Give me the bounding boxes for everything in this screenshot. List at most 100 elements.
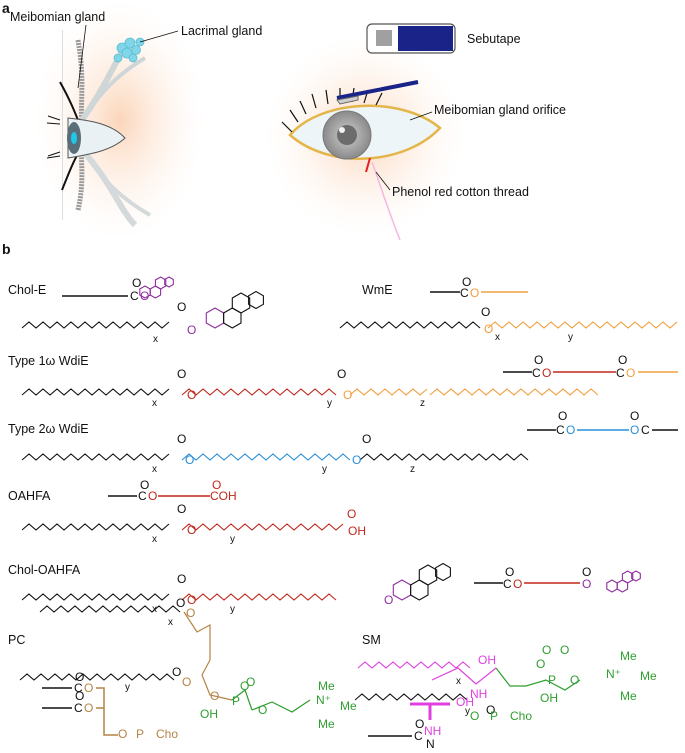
atom-label: OH (456, 695, 474, 709)
atom-label: N⁺ (316, 693, 331, 707)
atom-label: y (230, 534, 235, 545)
type2-diol-chain (181, 453, 351, 461)
atom-label: NH (424, 724, 441, 738)
atom-label: x (152, 534, 157, 545)
oahfa-label: OAHFA (8, 489, 51, 503)
atom-label: O (187, 388, 196, 402)
type2-label: Type 2ω WdiE (8, 422, 89, 436)
atom-label: O (542, 643, 551, 657)
atom-label: O (140, 478, 149, 492)
chol-e-label: Chol-E (8, 283, 46, 297)
atom-label: N (426, 737, 435, 751)
atom-label: O (212, 478, 221, 492)
oahfa-hydroxy-chain (181, 523, 344, 531)
pc-chain-2 (19, 673, 175, 681)
atom-label: O (626, 366, 635, 380)
chol-oahfa-mini-steroid-d (631, 570, 641, 582)
atom-label: O (187, 523, 196, 537)
pc-label: PC (8, 633, 25, 647)
atom-label: C (616, 366, 625, 380)
chol-e-acyl-chain (21, 321, 170, 329)
atom-label: Me (620, 649, 637, 663)
atom-label: x (495, 332, 500, 343)
atom-label: x (456, 676, 461, 687)
type1-omega-chain (181, 388, 337, 396)
atom-label: x (152, 604, 157, 615)
front-view-eye-illustration (265, 35, 465, 241)
atom-label: O (140, 289, 149, 303)
atom-label: O (566, 423, 575, 437)
side-view-eye-illustration (35, 0, 205, 240)
atom-label: C (74, 681, 83, 695)
atom-label: O (118, 727, 127, 741)
chol-oahfa-steroid-ring-d (435, 562, 451, 582)
atom-label: z (420, 398, 425, 409)
atom-label: O (182, 675, 191, 689)
atom-label: x (152, 464, 157, 475)
atom-label: x (153, 334, 158, 345)
wme-acyl-chain (339, 321, 481, 329)
atom-label: x (152, 398, 157, 409)
sebutape-icon (366, 23, 456, 54)
atom-label: O (513, 577, 522, 591)
pc-chain-1 (39, 605, 181, 613)
atom-label: C (74, 701, 83, 715)
panel-b-letter: b (2, 241, 11, 257)
atom-label: O (630, 409, 639, 423)
sm-acyl-chain (354, 693, 468, 701)
chol-e-mini-steroid-d (164, 276, 174, 288)
type2-second-acyl-chain (359, 453, 529, 461)
atom-label: P (490, 709, 498, 723)
atom-label: C (130, 289, 139, 303)
atom-label: OH (478, 653, 496, 667)
atom-label: C (532, 366, 541, 380)
atom-label: O (75, 670, 84, 684)
atom-label: C (460, 286, 469, 300)
sm-label: SM (362, 633, 381, 647)
atom-label: O (582, 565, 591, 579)
orifice-label: Meibomian gland orifice (434, 103, 566, 117)
atom-label: Me (318, 679, 335, 693)
meibomian-leader (77, 24, 87, 89)
thread-leader (375, 171, 391, 191)
atom-label: Me (640, 669, 657, 683)
atom-label: OH (348, 524, 366, 538)
atom-label: O (75, 689, 84, 703)
atom-label: O (132, 276, 141, 290)
chol-oahfa-mini-steroid-a (606, 579, 618, 593)
atom-label: O (185, 453, 194, 467)
atom-label: O (177, 432, 186, 446)
orifice-leader (409, 111, 433, 121)
meibomian-gland-label: Meibomian gland (10, 10, 105, 24)
atom-label: O (505, 565, 514, 579)
chol-oahfa-hydroxy-chain (181, 593, 337, 601)
atom-label: O (470, 709, 479, 723)
chol-oahfa-label: Chol-OAHFA (8, 563, 81, 577)
sm-sphingoid-chain (357, 661, 471, 669)
atom-label: O (560, 643, 569, 657)
atom-label: C (641, 423, 650, 437)
schematic-diagrams (42, 291, 678, 737)
atom-label: O (177, 300, 186, 314)
atom-label: O (210, 689, 219, 703)
atom-label: O (481, 305, 490, 319)
chol-e-mini-steroid-c (154, 276, 167, 290)
atom-label: x (168, 617, 173, 628)
sebutape-label: Sebutape (467, 32, 521, 46)
atom-label: O (352, 453, 361, 467)
lacrimal-leader (139, 30, 179, 43)
atom-label: O (384, 593, 393, 607)
atom-label: P (548, 673, 556, 687)
atom-label: O (177, 502, 186, 516)
atom-label: O (337, 367, 346, 381)
atom-label: y (465, 706, 470, 717)
atom-label: C (138, 489, 147, 503)
atom-label: O (362, 432, 371, 446)
atom-label: y (322, 464, 327, 475)
atom-label: O (462, 275, 471, 289)
atom-label: O (347, 507, 356, 521)
atom-label: O (630, 423, 639, 437)
atom-label: P (136, 727, 144, 741)
